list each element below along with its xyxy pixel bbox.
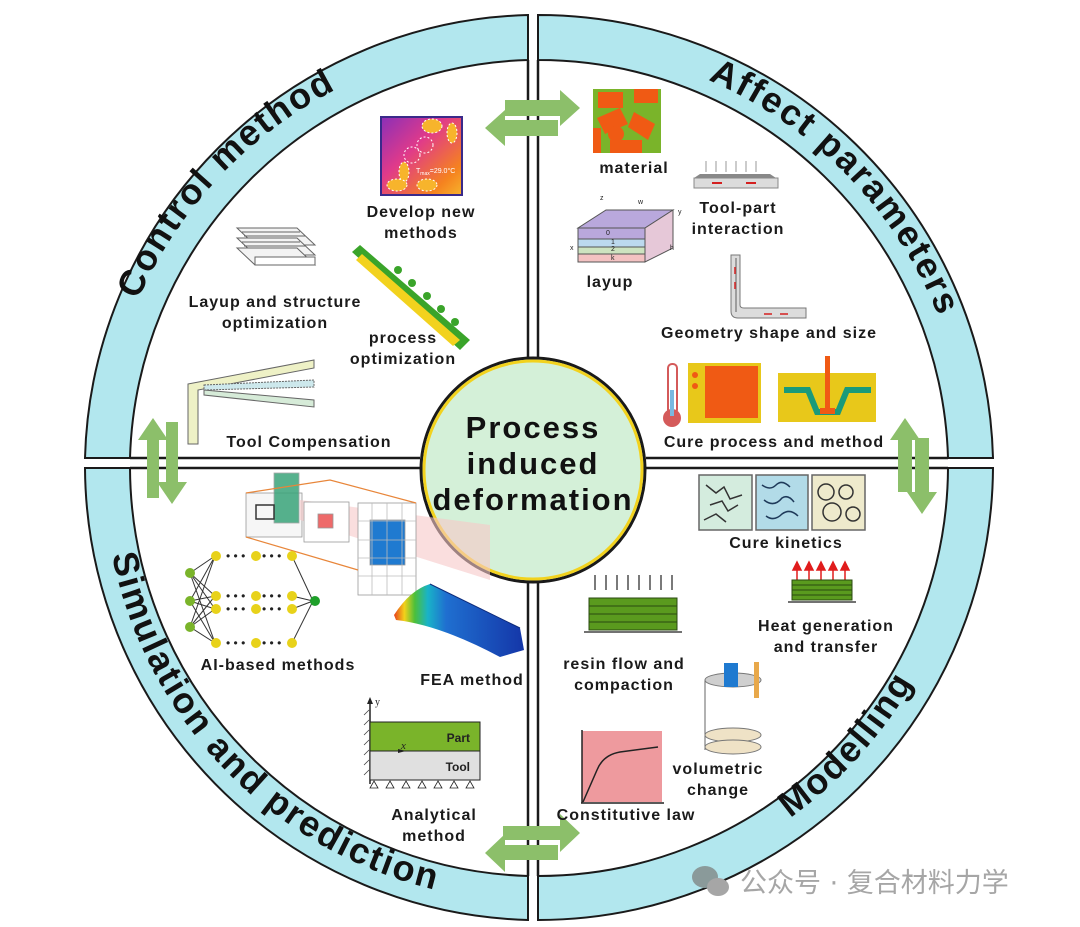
label-process-optimization-1: process (369, 330, 437, 347)
volumetric-change-icon (704, 662, 762, 755)
resin-flow-icon (584, 575, 682, 633)
svg-text:2: 2 (611, 246, 615, 253)
label-tool-part-1: Tool-part (699, 200, 776, 217)
svg-text:x: x (400, 740, 406, 752)
svg-text:• • •: • • • (226, 602, 245, 616)
label-layup-structure-2: optimization (222, 315, 328, 332)
label-fea-method: FEA method (420, 672, 524, 689)
watermark-text: 公众号 · 复合材料力学 (740, 868, 1009, 899)
svg-text:Tool: Tool (446, 760, 470, 774)
mold-icon (778, 356, 876, 422)
quadrant-simulation-prediction: • • •• • • • • •• • • • • •• • • • • •• … (185, 472, 524, 845)
center-title-line-3: deformation (432, 482, 633, 517)
svg-text:• • •: • • • (262, 636, 281, 650)
svg-text:x: x (570, 245, 574, 252)
label-material: material (599, 160, 668, 177)
label-ai-methods: AI-based methods (201, 657, 356, 674)
wechat-icon (692, 866, 729, 896)
ring-segment-simulation-prediction (83, 467, 529, 922)
center-title-line-2: induced (467, 446, 600, 481)
label-cure-process: Cure process and method (664, 434, 884, 451)
svg-text:y: y (678, 209, 682, 216)
geometry-l-shape-icon (730, 254, 807, 319)
constitutive-law-icon (581, 730, 664, 804)
label-volumetric-change-1: volumetric (673, 761, 764, 778)
arrow-right-side (890, 418, 937, 514)
svg-text:0: 0 (606, 230, 610, 237)
svg-text:• • •: • • • (262, 602, 281, 616)
svg-text:• • •: • • • (226, 589, 245, 603)
watermark: 公众号 · 复合材料力学 (692, 866, 1009, 899)
ring-label-control-method: Control method (108, 60, 341, 304)
neural-network-icon: • • •• • • • • •• • • • • •• • • • • •• … (185, 549, 320, 650)
svg-text:• • •: • • • (262, 549, 281, 563)
outer-ring (83, 13, 995, 922)
svg-text:k: k (611, 255, 615, 262)
layup-stack-icon (235, 227, 317, 266)
label-tool-compensation: Tool Compensation (226, 434, 391, 451)
process-optimization-icon (352, 245, 470, 350)
arrow-right-icon (503, 814, 580, 852)
quadrant-affect-parameters: material Tool-part interaction 0 1 2 (570, 89, 884, 451)
layup-block-icon: 0 1 2 k z w x y h (570, 195, 682, 263)
svg-text:w: w (637, 199, 644, 206)
label-cure-kinetics: Cure kinetics (729, 535, 842, 552)
material-icon (593, 89, 661, 153)
label-resin-flow-1: resin flow and (563, 656, 685, 673)
label-constitutive-law: Constitutive law (557, 807, 696, 824)
thermometer-icon (663, 363, 681, 427)
cure-kinetics-icon (698, 474, 866, 531)
svg-text:• • •: • • • (226, 636, 245, 650)
arrow-up-icon (138, 418, 168, 498)
svg-text:• • •: • • • (262, 589, 281, 603)
label-layup: layup (587, 274, 634, 291)
tool-part-icon (693, 161, 779, 189)
label-process-optimization-2: optimization (350, 351, 456, 368)
label-layup-structure-1: Layup and structure (189, 294, 362, 311)
arrow-up-icon (890, 418, 920, 492)
arrow-down-icon (157, 422, 187, 504)
thermal-image-icon: Tmax=29.0°C (380, 116, 463, 196)
label-develop-new-methods-1: Develop new (367, 204, 476, 221)
ring-segment-affect-parameters (537, 13, 995, 459)
arrow-left-icon (485, 834, 558, 872)
heat-generation-icon (788, 560, 856, 603)
svg-text:1: 1 (611, 239, 615, 246)
label-tool-part-2: interaction (692, 221, 785, 238)
svg-text:z: z (600, 195, 604, 202)
arrow-left-icon (485, 110, 558, 146)
label-develop-new-methods-2: methods (384, 225, 458, 242)
cnn-diagram-icon (245, 472, 490, 596)
label-analytical-2: method (402, 828, 466, 845)
arrow-top (485, 90, 580, 146)
quadrant-control-method: Tmax=29.0°C Develop new methods Layup an… (187, 116, 476, 451)
ring-segment-modelling (537, 467, 995, 922)
arrow-bottom (485, 814, 580, 872)
label-volumetric-change-2: change (687, 782, 749, 799)
tool-compensation-icon (187, 359, 315, 445)
label-analytical-1: Analytical (391, 807, 477, 824)
oven-icon (688, 363, 761, 423)
label-heat-generation-2: and transfer (774, 639, 878, 656)
fea-surface-icon (394, 583, 524, 657)
label-resin-flow-2: compaction (574, 677, 674, 694)
arrow-right-icon (505, 90, 580, 126)
quadrant-modelling: Cure kinetics Heat generation and transf… (557, 474, 894, 824)
arrow-down-icon (907, 438, 937, 514)
svg-text:• • •: • • • (226, 549, 245, 563)
ring-segment-control-method (83, 13, 529, 459)
svg-text:y: y (375, 697, 380, 708)
label-heat-generation-1: Heat generation (758, 618, 894, 635)
label-geometry: Geometry shape and size (661, 325, 877, 342)
svg-text:Tmax=29.0°C: Tmax=29.0°C (416, 167, 455, 177)
svg-text:Part: Part (447, 731, 470, 745)
analytical-model-icon: y x Part Tool (363, 697, 481, 789)
arrow-left-side (138, 418, 187, 504)
center-title-line-1: Process (466, 410, 601, 445)
svg-text:h: h (670, 245, 674, 252)
